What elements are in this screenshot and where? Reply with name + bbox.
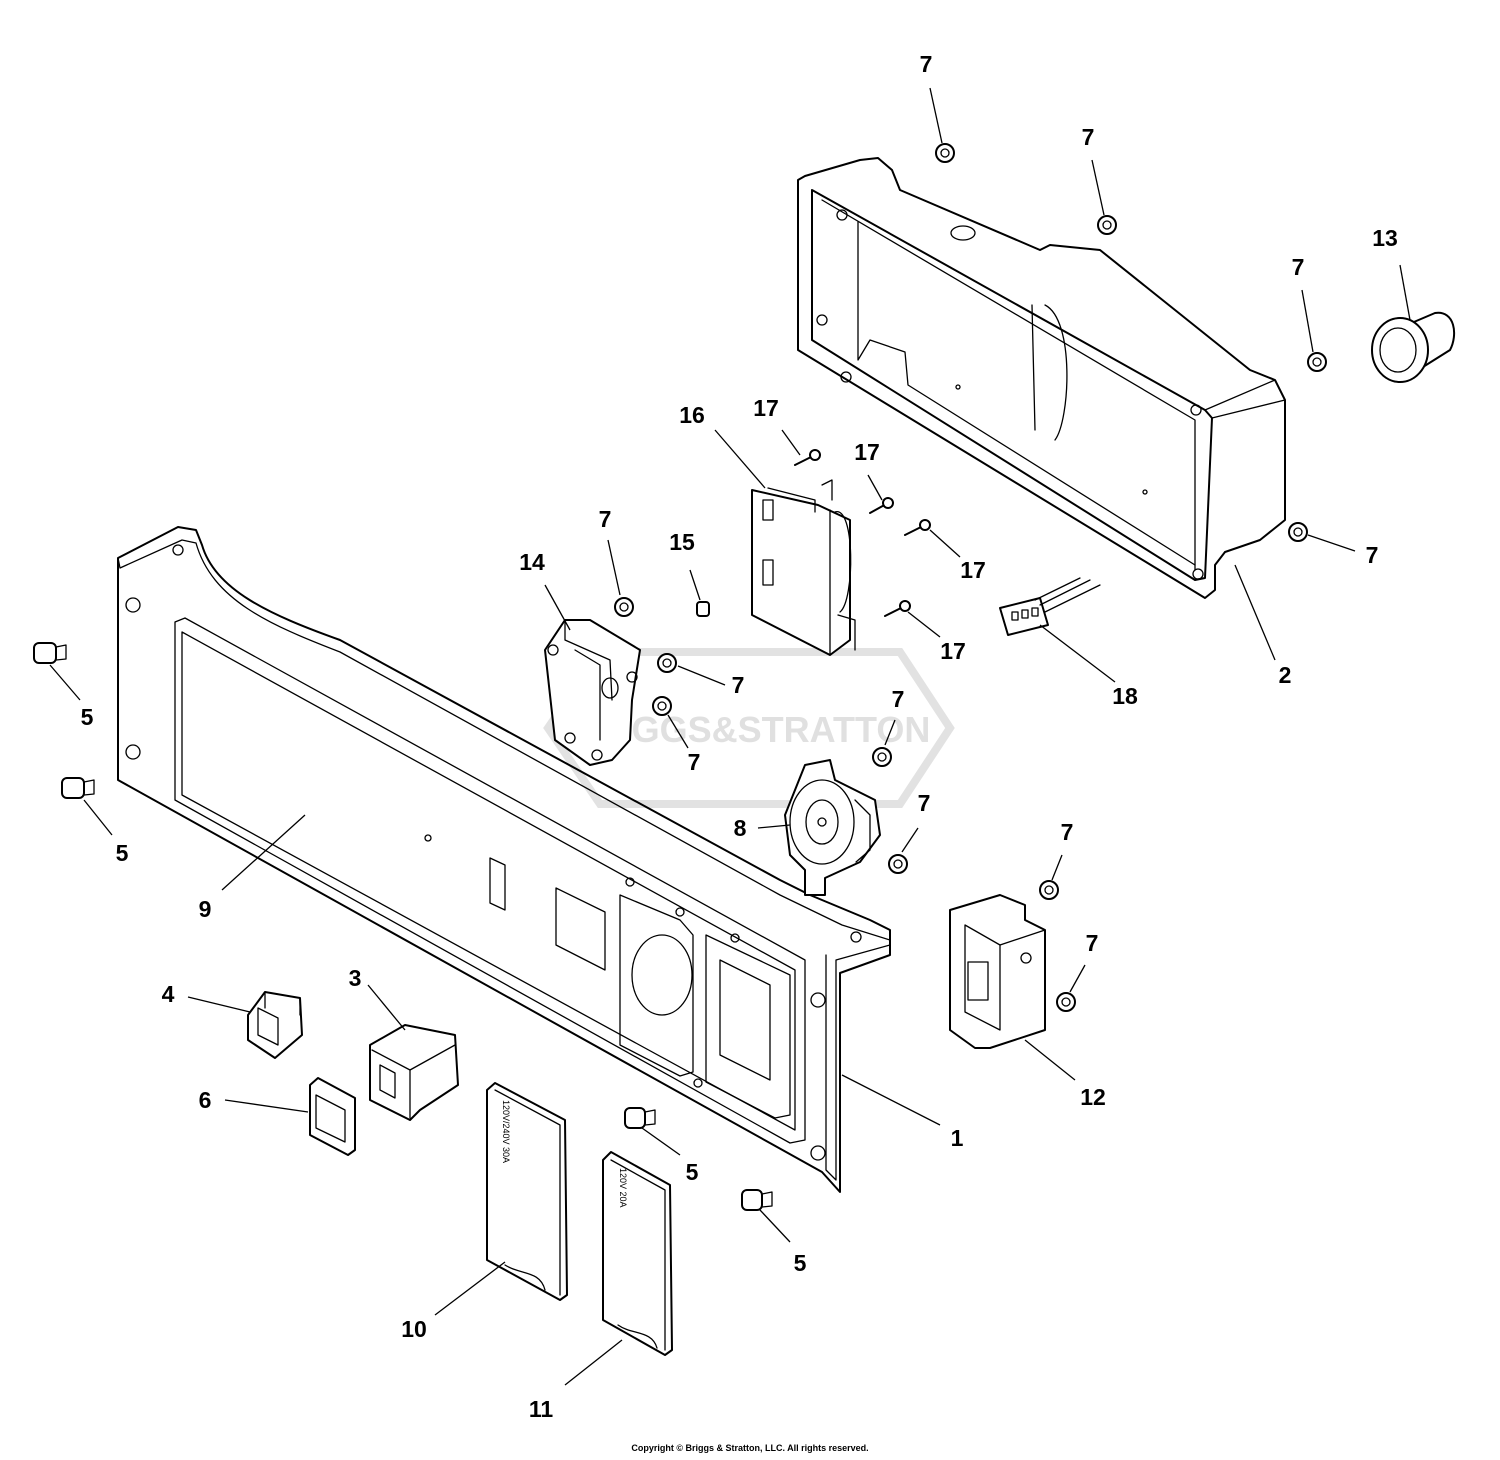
part-11-outlet-cover: 120V 20A — [602, 1151, 673, 1356]
callout-3: 3 — [349, 965, 362, 991]
callout-17: 17 — [940, 638, 966, 664]
nut-7g — [652, 696, 672, 716]
part-15-pin — [696, 601, 710, 617]
part-12-gfci-outlet — [949, 894, 1046, 1049]
callout-12: 12 — [1080, 1084, 1106, 1110]
part-14-bracket — [544, 619, 641, 766]
part-18-connector — [999, 577, 1101, 636]
callout-5: 5 — [794, 1250, 807, 1276]
part-6-button-cover — [309, 1077, 356, 1156]
callout-16: 16 — [679, 402, 705, 428]
nut-7j — [1039, 880, 1059, 900]
nut-7a — [935, 143, 955, 163]
bolt-5a — [33, 642, 67, 664]
nut-7d — [1288, 522, 1308, 542]
part-1-front-panel — [117, 526, 891, 1193]
callout-7: 7 — [1292, 254, 1305, 280]
nut-7k — [1056, 992, 1076, 1012]
callout-4: 4 — [162, 981, 175, 1007]
callout-17: 17 — [753, 395, 779, 421]
callout-6: 6 — [199, 1087, 212, 1113]
screw-17a — [794, 449, 821, 466]
copyright-notice: Copyright © Briggs & Stratton, LLC. All … — [631, 1443, 869, 1453]
callout-7: 7 — [1082, 124, 1095, 150]
bolt-5b — [61, 777, 95, 799]
callout-1: 1 — [951, 1125, 964, 1151]
callout-18: 18 — [1112, 683, 1138, 709]
callout-7: 7 — [918, 790, 931, 816]
part-10-outlet-cover: 120V/240V 30A — [486, 1082, 568, 1301]
part-4-rocker-switch — [247, 991, 303, 1059]
callout-7: 7 — [892, 686, 905, 712]
cover-10-rating-label: 120V/240V 30A — [501, 1100, 511, 1163]
callout-10: 10 — [401, 1316, 427, 1342]
callout-7: 7 — [1366, 542, 1379, 568]
callout-2: 2 — [1279, 662, 1292, 688]
part-16-circuit-board — [751, 479, 856, 656]
cover-11-rating-label: 120V 20A — [618, 1168, 628, 1208]
nut-7h — [872, 747, 892, 767]
part-8-receptacle — [784, 759, 881, 896]
callout-8: 8 — [734, 815, 747, 841]
part-13-knob — [1371, 311, 1456, 383]
callout-14: 14 — [519, 549, 545, 575]
callout-17: 17 — [960, 557, 986, 583]
callout-5: 5 — [116, 840, 129, 866]
screw-17d — [884, 600, 911, 617]
part-3-switch — [369, 1024, 459, 1121]
callout-7: 7 — [920, 51, 933, 77]
callout-17: 17 — [854, 439, 880, 465]
screw-17b — [869, 497, 894, 514]
screw-17c — [904, 519, 931, 536]
bolt-5d — [741, 1189, 773, 1211]
callout-7: 7 — [1086, 930, 1099, 956]
callout-5: 5 — [81, 704, 94, 730]
nut-7c — [1307, 352, 1327, 372]
callout-15: 15 — [669, 529, 695, 555]
nut-7b — [1097, 215, 1117, 235]
leader-lines — [49, 87, 1411, 1386]
callout-9: 9 — [199, 896, 212, 922]
callout-labels: 7 7 7 7 13 2 16 17 17 17 17 18 14 7 15 7… — [81, 51, 1398, 1422]
callout-7: 7 — [599, 506, 612, 532]
bolt-5c — [624, 1107, 656, 1129]
callout-13: 13 — [1372, 225, 1398, 251]
callout-7: 7 — [688, 749, 701, 775]
part-2-control-box — [797, 157, 1286, 599]
callout-7: 7 — [1061, 819, 1074, 845]
nut-7e — [614, 597, 634, 617]
callout-5: 5 — [686, 1159, 699, 1185]
callout-11: 11 — [529, 1396, 554, 1422]
nut-7i — [888, 854, 908, 874]
nut-7f — [657, 653, 677, 673]
callout-7: 7 — [732, 672, 745, 698]
